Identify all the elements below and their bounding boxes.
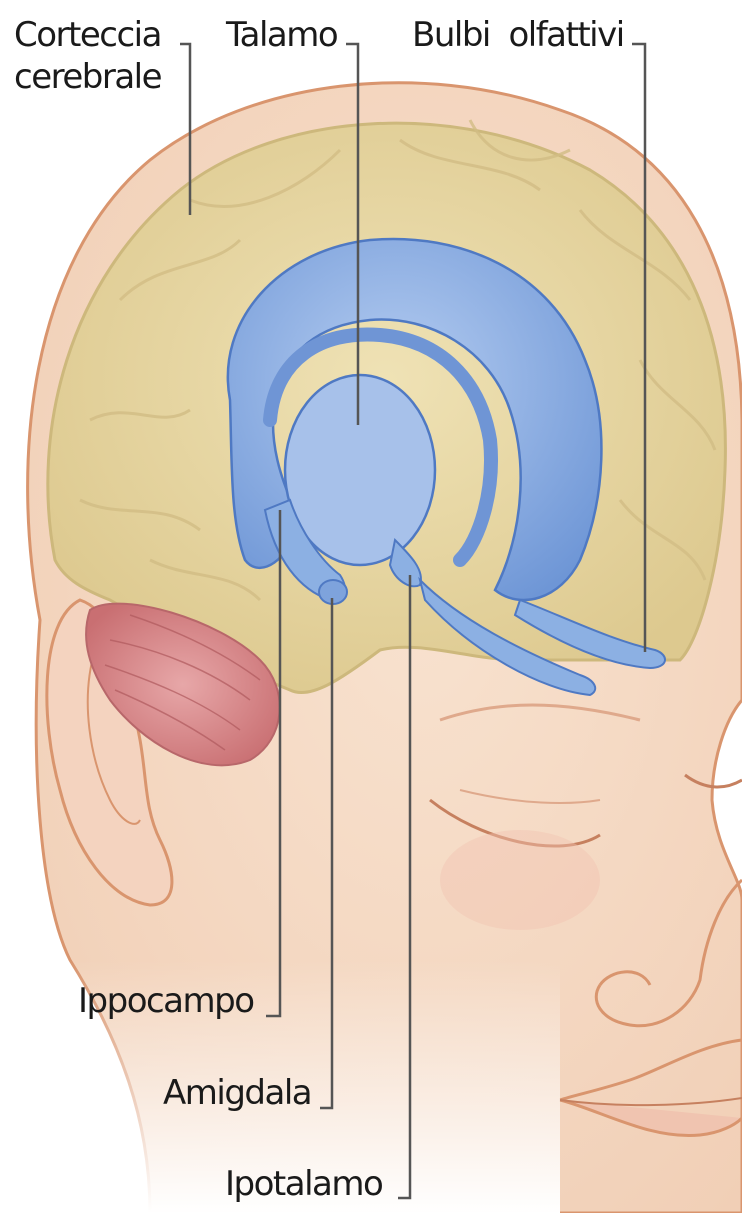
thalamus-label: Talamo <box>226 14 337 56</box>
cerebral-cortex-label: Corteccia cerebrale <box>14 14 161 98</box>
hypothalamus-label: Ipotalamo <box>225 1163 382 1205</box>
cheek-blush <box>440 830 600 930</box>
amygdala-label: Amigdala <box>163 1072 311 1114</box>
olfactory-bulbs-label: Bulbi olfattivi <box>412 14 624 56</box>
cerebral-cortex-label-line1: Corteccia <box>14 14 161 56</box>
hippocampus-label: Ippocampo <box>78 980 254 1022</box>
cerebral-cortex-label-line2: cerebrale <box>14 56 161 98</box>
